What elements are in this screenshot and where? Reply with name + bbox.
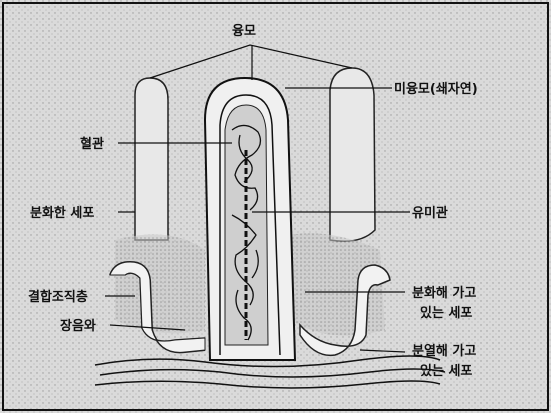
label-dividing-line1: 분열해 가고 [412, 343, 476, 359]
central-villus [205, 78, 295, 360]
label-differentiating-line1: 분화해 가고 [412, 285, 476, 301]
label-crypt: 장음와 [60, 318, 96, 334]
label-microvilli: 미융모(쇄자연) [394, 81, 478, 97]
label-differentiating-line2: 있는 세포 [420, 306, 472, 321]
left-villus [135, 78, 168, 240]
label-lacteal: 유미관 [412, 205, 448, 221]
right-villus [330, 68, 375, 241]
label-dividing-line2: 있는 세포 [420, 364, 472, 379]
label-villi: 융모 [232, 23, 256, 39]
label-connective-tissue: 결합조직층 [28, 289, 88, 305]
label-differentiated-cell: 분화한 세포 [30, 205, 94, 221]
label-blood-vessel: 혈관 [80, 136, 104, 152]
